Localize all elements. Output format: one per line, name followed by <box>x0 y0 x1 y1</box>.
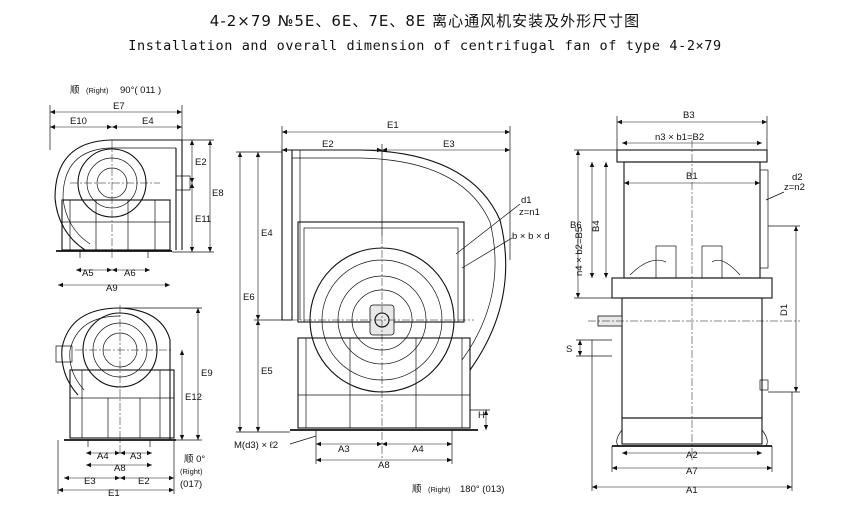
label-right-d1: D1 <box>779 304 790 316</box>
main-base-frame <box>297 337 471 429</box>
bl-housing-scroll <box>61 307 121 396</box>
label-bl-e2: E2 <box>138 476 150 487</box>
label-right-b3: B3 <box>683 110 695 121</box>
main-scroll-inner <box>292 157 496 361</box>
label-main-h: H <box>478 410 485 421</box>
label-bl-e12: E12 <box>185 392 202 403</box>
right-side-flange <box>759 169 769 269</box>
bl-feet <box>87 440 151 447</box>
label-tl-e11: E11 <box>195 214 211 225</box>
view-bottom-left: E9 E12 A4 A3 A8 E3 E2 E1 顺 0° (Right) (0… <box>55 305 213 499</box>
label-main-d1: d1 <box>521 195 532 206</box>
label-main-a8: A8 <box>378 460 390 471</box>
label-bl-e1: E1 <box>108 488 120 499</box>
main-anchor-bolts <box>315 430 453 438</box>
label-main-e5: E5 <box>261 366 273 377</box>
label-tl-e7: E7 <box>113 101 125 112</box>
leader-right-d2 <box>765 191 785 201</box>
caption-tl-cn: 顺 <box>70 85 80 96</box>
label-right-s: S <box>566 344 572 355</box>
tl-feet <box>79 251 149 258</box>
title-english: Installation and overall dimension of ce… <box>128 38 722 54</box>
right-side-tab <box>759 379 769 391</box>
caption-main-rest: 180° (013) <box>460 484 504 495</box>
label-right-a7: A7 <box>686 466 698 477</box>
bl-outlet-flange <box>55 345 73 363</box>
label-bl-a8: A8 <box>114 463 126 474</box>
bl-base-frame <box>69 369 175 439</box>
caption-bl-paren: (Right) <box>180 467 203 476</box>
label-right-n3b1: n3 × b1=B2 <box>655 132 704 143</box>
caption-main-cn: 顺 <box>412 484 422 495</box>
label-main-e2: E2 <box>322 139 334 150</box>
label-right-d2: d2 <box>792 172 803 183</box>
label-main-a4: A4 <box>412 444 424 455</box>
caption-tl-rest: 90°( 011 ) <box>120 85 161 96</box>
label-right-b4: B4 <box>591 220 602 232</box>
label-main-m: M(d3) × ℓ2 <box>234 440 278 451</box>
leader-main-m <box>289 435 317 445</box>
label-tl-e10: E10 <box>70 116 87 127</box>
label-right-a2: A2 <box>686 450 698 461</box>
caption-bl-code: (017) <box>180 479 202 490</box>
label-tl-a9: A9 <box>106 283 118 294</box>
view-main: d1 z=n1 b × b × d E1 E2 E3 E6 E4 E5 H M(… <box>234 120 550 495</box>
tl-housing-side <box>175 140 183 250</box>
label-main-e6: E6 <box>243 292 255 303</box>
leader-main-d1 <box>455 203 521 255</box>
label-right-z: z=n2 <box>784 182 805 193</box>
label-main-bbd: b × b × d <box>512 231 550 242</box>
label-tl-a5: A5 <box>82 268 94 279</box>
label-tl-e8: E8 <box>212 188 224 199</box>
label-main-z: z=n1 <box>519 207 540 218</box>
label-bl-e9: E9 <box>201 368 213 379</box>
label-main-e4: E4 <box>261 228 273 239</box>
label-tl-a6: A6 <box>124 268 136 279</box>
caption-bl-cn: 顺 0° <box>184 454 205 465</box>
main-base-center <box>349 337 417 429</box>
right-scroll-curves <box>629 259 741 276</box>
tl-outlet-flange <box>176 175 191 191</box>
right-base-frame <box>621 417 763 445</box>
label-bl-e3: E3 <box>84 476 96 487</box>
main-outlet-flange <box>281 149 293 321</box>
label-tl-e4: E4 <box>142 116 154 127</box>
title-chinese: 4-2×79 №5E、6E、7E、8E 离心通风机安装及外形尺寸图 <box>209 12 641 30</box>
label-right-b1: B1 <box>686 171 698 182</box>
label-right-b6: B6 <box>570 220 582 231</box>
label-bl-a3: A3 <box>130 451 142 462</box>
bl-housing-inner <box>69 315 121 391</box>
view-top-left: 顺 (Right) 90°( 011 ) E7 E10 E4 E2 E8 <box>49 85 224 294</box>
tl-base-frame <box>61 199 171 251</box>
main-scroll-outer <box>292 149 507 371</box>
label-main-e1: E1 <box>387 120 399 131</box>
label-tl-e2: E2 <box>195 157 207 168</box>
label-right-a1: A1 <box>686 485 698 496</box>
caption-tl-paren: (Right) <box>86 86 109 95</box>
view-right: B3 n3 × b1=B2 B1 d2 z=n2 B6 n4 × b2=B5 B… <box>566 110 805 496</box>
leader-main-bbd <box>461 237 513 269</box>
right-base-feet <box>616 429 768 447</box>
label-main-e3: E3 <box>443 139 455 150</box>
label-right-n4b2: n4 × b2=B5 <box>574 227 585 276</box>
label-main-a3: A3 <box>338 444 350 455</box>
caption-main-paren: (Right) <box>428 485 451 494</box>
tl-housing-scroll <box>54 139 182 251</box>
right-support-left <box>655 245 677 279</box>
tl-housing-inner <box>62 147 176 245</box>
bl-housing-right <box>119 307 171 440</box>
right-support-right <box>701 245 723 279</box>
label-bl-a4: A4 <box>97 451 109 462</box>
